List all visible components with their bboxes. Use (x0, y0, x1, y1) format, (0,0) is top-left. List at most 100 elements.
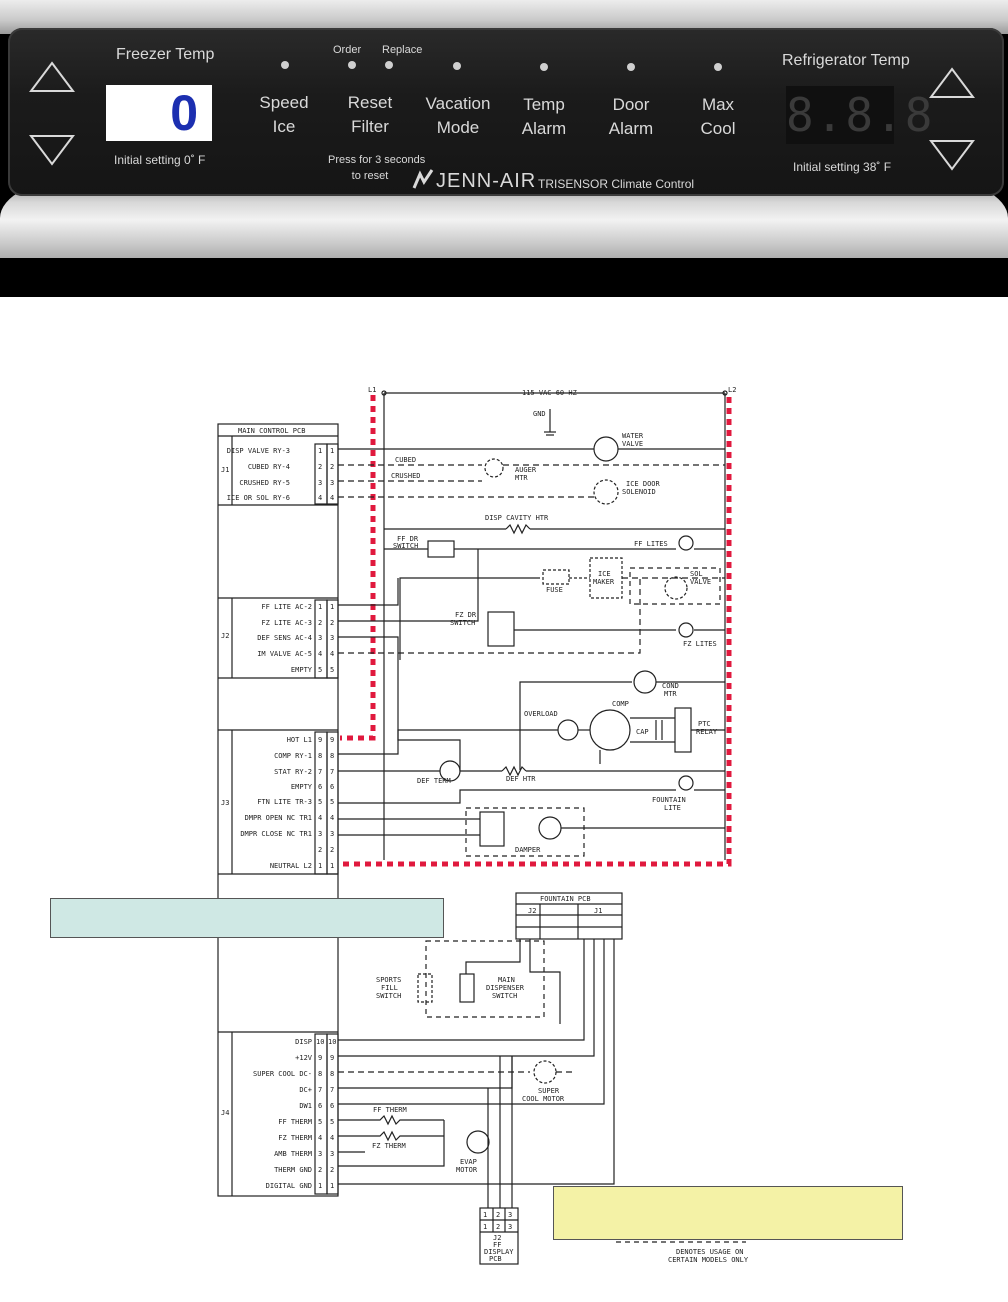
door-alarm-line2: Alarm (608, 119, 654, 138)
display-pcb-pin-number: 1 (483, 1223, 487, 1231)
fridge-temp-display: 8.8.8 (786, 86, 935, 144)
ptc-relay-label-1: PTC (698, 720, 711, 728)
sol-valve-icon (664, 576, 688, 600)
j4-pin-number: 9 (330, 1054, 334, 1062)
temp-alarm-line2: Alarm (521, 119, 567, 138)
auger-motor-icon (484, 458, 504, 478)
vacation-mode-indicator (453, 62, 461, 70)
press-note-line1: Press for 3 seconds (328, 154, 426, 166)
speed-ice-button[interactable]: Speed Ice (248, 91, 320, 139)
j3-pin-number: 4 (330, 814, 334, 822)
j2-pin-label: FF LITE AC-2 (261, 603, 312, 611)
freezer-down-arrow-icon[interactable] (28, 133, 76, 167)
display-pcb-label-3: DISPLAY (484, 1248, 514, 1256)
j1-pin-number: 2 (330, 463, 334, 471)
j1-connector: DISP VALVE RY-3 CUBED RY-4 CRUSHED RY-5 … (227, 443, 339, 505)
j4-pin-label: FF THERM (278, 1118, 312, 1126)
j2-pin-number: 3 (318, 634, 322, 642)
ftn-lite-wire (338, 789, 676, 804)
j3-pin-label: STAT RY-2 (274, 768, 312, 776)
def-htr-icon (501, 765, 527, 777)
max-cool-button[interactable]: Max Cool (682, 93, 754, 141)
j4-pin-number: 5 (318, 1118, 322, 1126)
j3-pin-label: FTN LITE TR-3 (257, 798, 312, 806)
fridge-initial-setting: Initial setting 38˚ F (793, 160, 892, 174)
display-pcb-label-4: PCB (489, 1255, 502, 1263)
ice-door-label-1: ICE DOOR (626, 480, 661, 488)
j2-pin-number: 1 (330, 603, 334, 611)
denotes-label-2: CERTAIN MODELS ONLY (668, 1256, 749, 1264)
disp-cavity-heater-icon (505, 523, 531, 535)
wiring-diagram: L1 L2 115 VAC 60 HZ GND MAIN CONTROL PCB… (0, 297, 1008, 1297)
j3-pin-number: 8 (318, 752, 322, 760)
fountain-pcb (515, 892, 623, 940)
j2-pin-number: 4 (318, 650, 322, 658)
j4-pin-number: 10 (328, 1038, 336, 1046)
j3-pin-number: 1 (330, 862, 334, 870)
disp-j4-wire (338, 939, 585, 1041)
display-pcb-pin-number: 3 (508, 1211, 512, 1219)
pcb-title: MAIN CONTROL PCB (238, 427, 305, 435)
j4-pin-label: DIGITAL GND (266, 1182, 312, 1190)
j4-pin-label: DISP (295, 1038, 312, 1046)
fuse-label: FUSE (546, 586, 563, 594)
j1-pin-number: 4 (318, 494, 322, 502)
j4-label: J4 (221, 1109, 229, 1117)
max-cool-indicator (714, 63, 722, 71)
display-pcb-pin-number: 3 (508, 1223, 512, 1231)
filter-replace-indicator (385, 61, 393, 69)
super-cool-label-2: COOL MOTOR (522, 1095, 565, 1103)
j4-connector: DISP +12V SUPER COOL DC- DC+ DW1 FF THER… (253, 1033, 339, 1195)
j3-pin-number: 5 (330, 798, 334, 806)
fridge-down-arrow-icon[interactable] (928, 138, 976, 172)
temp-alarm-button[interactable]: Temp Alarm (508, 93, 580, 141)
j1-pin-number: 3 (330, 479, 334, 487)
j1-label: J1 (221, 466, 229, 474)
door-alarm-button[interactable]: Door Alarm (595, 93, 667, 141)
j4-pin-number: 4 (330, 1134, 334, 1142)
j4-pin-number: 7 (318, 1086, 322, 1094)
j1-pin-number: 4 (330, 494, 334, 502)
temp-alarm-line1: Temp (523, 95, 565, 114)
j3-pin-number: 6 (318, 783, 322, 791)
door-alarm-line1: Door (612, 95, 650, 114)
order-label: Order (333, 44, 362, 56)
j4-pin-number: 5 (330, 1118, 334, 1126)
vacation-mode-button[interactable]: Vacation Mode (416, 92, 500, 140)
j2-pin-number: 5 (318, 666, 322, 674)
fridge-up-arrow-icon[interactable] (928, 66, 976, 100)
fountain-lite-label-1: FOUNTAIN (652, 796, 686, 804)
main-dispenser-label-1: MAIN (498, 976, 515, 984)
ff-dr-switch-icon (427, 540, 455, 558)
l1-label: L1 (368, 386, 376, 394)
j3-pin-label: COMP RY-1 (274, 752, 312, 760)
fz-dr-switch-label-2: SWITCH (450, 619, 475, 627)
reset-filter-button[interactable]: Reset Filter (334, 91, 406, 139)
im-valve-wire (338, 578, 641, 654)
fountain-pcb-j2-label: J2 (528, 907, 536, 915)
sol-valve-label-2: VALVE (690, 578, 711, 586)
j1-pin-number: 1 (330, 447, 334, 455)
fz-lites-bulb-icon (678, 622, 694, 638)
fountain-lite-bulb-icon (678, 775, 694, 791)
compressor-icon (589, 709, 631, 751)
yellow-note-box (553, 1186, 903, 1240)
j1-pin-number: 2 (318, 463, 322, 471)
j4-pin-number: 6 (318, 1102, 322, 1110)
j3-pin-label: EMPTY (291, 783, 313, 791)
ff-dr-switch-label-2: SWITCH (393, 542, 418, 550)
power-label: 115 VAC 60 HZ (522, 389, 577, 397)
damper-label: DAMPER (515, 846, 541, 854)
freezer-temp-display: 0 (106, 85, 212, 141)
digital-gnd-wire (338, 939, 615, 1185)
temp-alarm-indicator (540, 63, 548, 71)
j4-pin-label: AMB THERM (274, 1150, 312, 1158)
max-cool-line2: Cool (700, 119, 736, 138)
j4-pin-number: 8 (330, 1070, 334, 1078)
press-note-line2: to reset (351, 170, 389, 182)
freezer-up-arrow-icon[interactable] (28, 60, 76, 94)
j2-pin-number: 2 (330, 619, 334, 627)
fz-therm-icon (368, 1130, 444, 1142)
j4-pin-number: 9 (318, 1054, 322, 1062)
damper-switch-icon (479, 811, 505, 847)
